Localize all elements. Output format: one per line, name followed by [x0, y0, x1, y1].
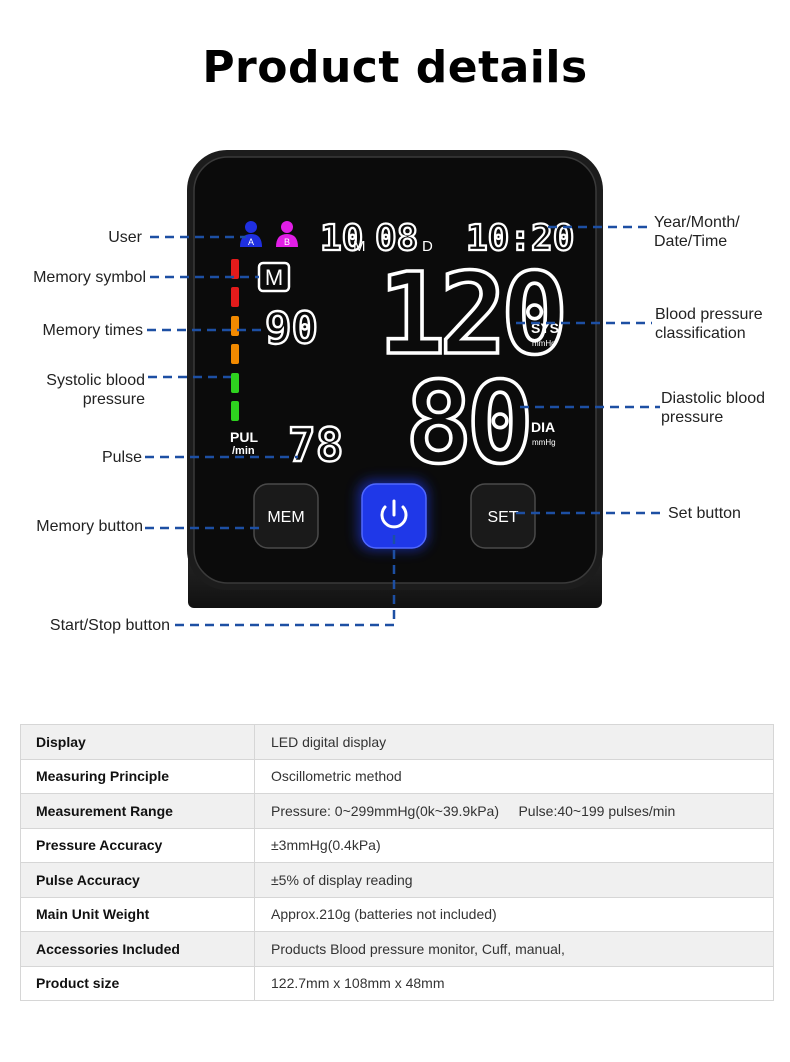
- callout-line-start-stop: [175, 535, 396, 627]
- user-b-label: B: [284, 237, 290, 247]
- spec-value: Oscillometric method: [254, 758, 774, 794]
- spec-key: Main Unit Weight: [20, 896, 255, 932]
- spec-key: Measurement Range: [20, 793, 255, 829]
- level-bar-5: [231, 373, 239, 393]
- table-row: Pressure Accuracy±3mmHg(0.4kPa): [20, 827, 774, 863]
- power-icon: [380, 499, 408, 529]
- spec-value: Products Blood pressure monitor, Cuff, m…: [254, 931, 774, 967]
- page-title: Product details: [202, 42, 588, 93]
- dia-unit: mmHg: [532, 438, 556, 447]
- spec-key: Pulse Accuracy: [20, 862, 255, 898]
- pulse-digits: 78: [288, 418, 343, 472]
- spec-key: Measuring Principle: [20, 758, 255, 794]
- time-digits: 10:20: [466, 218, 574, 259]
- mem-button[interactable]: MEM: [253, 483, 319, 549]
- start-stop-button[interactable]: [358, 480, 428, 550]
- callout-systolic-line-2: pressure: [82, 391, 145, 408]
- spec-key: Accessories Included: [20, 931, 255, 967]
- spec-key: Pressure Accuracy: [20, 827, 255, 863]
- month-digits: 10: [320, 218, 363, 259]
- level-bar-4: [231, 344, 239, 364]
- user-b-icon: [276, 221, 298, 247]
- day-digits: 08: [375, 218, 418, 259]
- month-unit: M: [353, 238, 366, 255]
- callout-user: User: [108, 229, 142, 246]
- pul-unit: /min: [232, 445, 255, 457]
- level-bar-3: [231, 316, 239, 336]
- callout-ymdt-line-2: Date/Time: [654, 233, 728, 250]
- sys-unit: mmHg: [532, 339, 556, 348]
- memory-symbol: M: [265, 265, 283, 290]
- device-illustration: A B 10 M 08 D 10:20 M 90 120 SYS mmHg 80…: [145, 150, 660, 627]
- callout-memory-times: Memory times: [42, 322, 143, 339]
- set-button[interactable]: SET: [470, 483, 536, 549]
- callout-lines: [145, 225, 660, 627]
- mem-button-label: MEM: [267, 509, 304, 526]
- spec-value: 122.7mm x 108mm x 48mm: [254, 965, 774, 1001]
- spec-value: Approx.210g (batteries not included): [254, 896, 774, 932]
- callout-bp-class-line-2: classification: [655, 325, 746, 342]
- callout-bp-class-line-1: Blood pressure: [655, 306, 763, 323]
- callout-memory-symbol: Memory symbol: [33, 269, 146, 286]
- spec-value: Pressure: 0~299mmHg(0k~39.9kPa) Pulse:40…: [254, 793, 774, 829]
- callout-systolic-line-1: Systolic blood: [46, 372, 145, 389]
- spec-key: Display: [20, 724, 255, 760]
- memory-times-digits: 90: [265, 303, 318, 354]
- dia-label: DIA: [531, 419, 555, 435]
- callout-memory-button: Memory button: [36, 518, 143, 535]
- spec-key: Product size: [20, 965, 255, 1001]
- day-unit: D: [422, 238, 433, 255]
- callout-pulse: Pulse: [101, 449, 142, 466]
- callout-ymdt-line-1: Year/Month/: [654, 214, 740, 231]
- pul-label: PUL: [230, 429, 258, 445]
- level-bar-1: [231, 259, 239, 279]
- diastolic-digits: 80: [405, 359, 528, 489]
- level-bar-2: [231, 287, 239, 307]
- callout-start-stop: Start/Stop button: [49, 617, 170, 634]
- user-a-label: A: [248, 237, 254, 247]
- spec-value: ±3mmHg(0.4kPa): [254, 827, 774, 863]
- systolic-digits: 120: [378, 250, 562, 380]
- callout-set-button: Set button: [668, 505, 741, 522]
- callout-diastolic-line-1: Diastolic blood: [661, 390, 766, 407]
- set-button-label: SET: [487, 509, 518, 526]
- spec-value: ±5% of display reading: [254, 862, 774, 898]
- table-row: Pulse Accuracy±5% of display reading: [20, 862, 774, 898]
- spec-value: LED digital display: [254, 724, 774, 760]
- level-bar-6: [231, 401, 239, 421]
- callout-diastolic-line-2: pressure: [661, 409, 724, 426]
